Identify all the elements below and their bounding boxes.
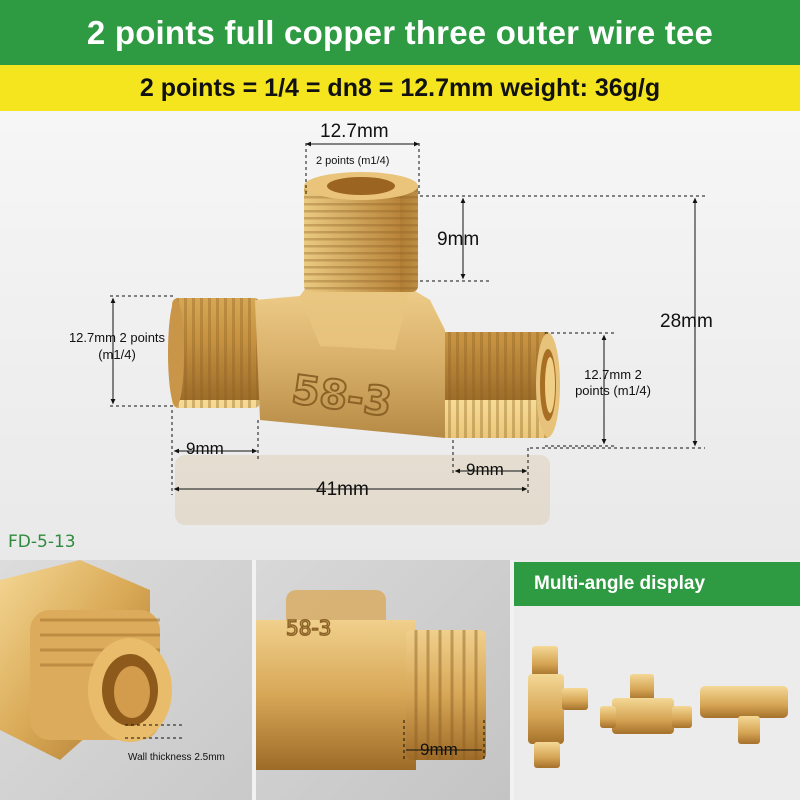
- detail-thread-length-label: 9mm: [420, 740, 458, 759]
- left-thread-arm: [168, 298, 260, 408]
- right-diameter-label: 12.7mm 2 points (m1/4): [575, 367, 651, 398]
- main-product-panel: 58-3: [0, 111, 800, 560]
- spec-text: 2 points = 1/4 = dn8 = 12.7mm weight: 36…: [139, 73, 661, 102]
- wall-thickness-label: Wall thickness 2.5mm: [128, 752, 225, 763]
- multi-angle-title: Multi-angle display: [534, 573, 706, 594]
- detail-photos-row: Wall thickness 2.5mm 58-3: [0, 560, 800, 800]
- right-thread-length-label: 9mm: [466, 460, 504, 479]
- top-thread-label: 2 points (m1/4): [316, 155, 390, 167]
- detail-photo-thread-length: 58-3 9mm: [256, 560, 510, 800]
- fitting-view-2: [600, 674, 692, 734]
- spec-banner: 2 points = 1/4 = dn8 = 12.7mm weight: 36…: [0, 65, 800, 111]
- right-thread-arm: [440, 332, 560, 438]
- left-thread-length-label: 9mm: [186, 439, 224, 458]
- closeup-fitting-1: [0, 560, 185, 760]
- dimension-lines: [110, 141, 705, 495]
- top-thread-length-label: 9mm: [437, 229, 480, 250]
- fitting-view-1: [528, 646, 588, 768]
- product-title: 2 points full copper three outer wire te…: [86, 13, 714, 51]
- total-height-label: 28mm: [660, 311, 713, 332]
- fitting-body: 58-3: [255, 282, 445, 438]
- detail-photo-wall-thickness: Wall thickness 2.5mm: [0, 560, 252, 800]
- multi-angle-panel: Multi-angle display: [514, 560, 800, 800]
- model-code: FD-5-13: [8, 532, 76, 552]
- top-thread-arm: [304, 172, 418, 292]
- left-diameter-label: 12.7mm 2 points (m1/4): [68, 330, 166, 362]
- svg-text:58-3: 58-3: [286, 616, 331, 640]
- product-title-banner: 2 points full copper three outer wire te…: [0, 0, 800, 65]
- closeup-fitting-2: 58-3: [256, 590, 486, 770]
- multi-angle-fittings: [528, 646, 788, 768]
- fitting-view-3: [700, 686, 788, 744]
- total-length-label: 41mm: [316, 479, 369, 500]
- tee-fitting-diagram: 58-3: [110, 141, 705, 525]
- multi-angle-banner: Multi-angle display: [514, 562, 800, 606]
- top-width-label: 12.7mm: [320, 121, 389, 142]
